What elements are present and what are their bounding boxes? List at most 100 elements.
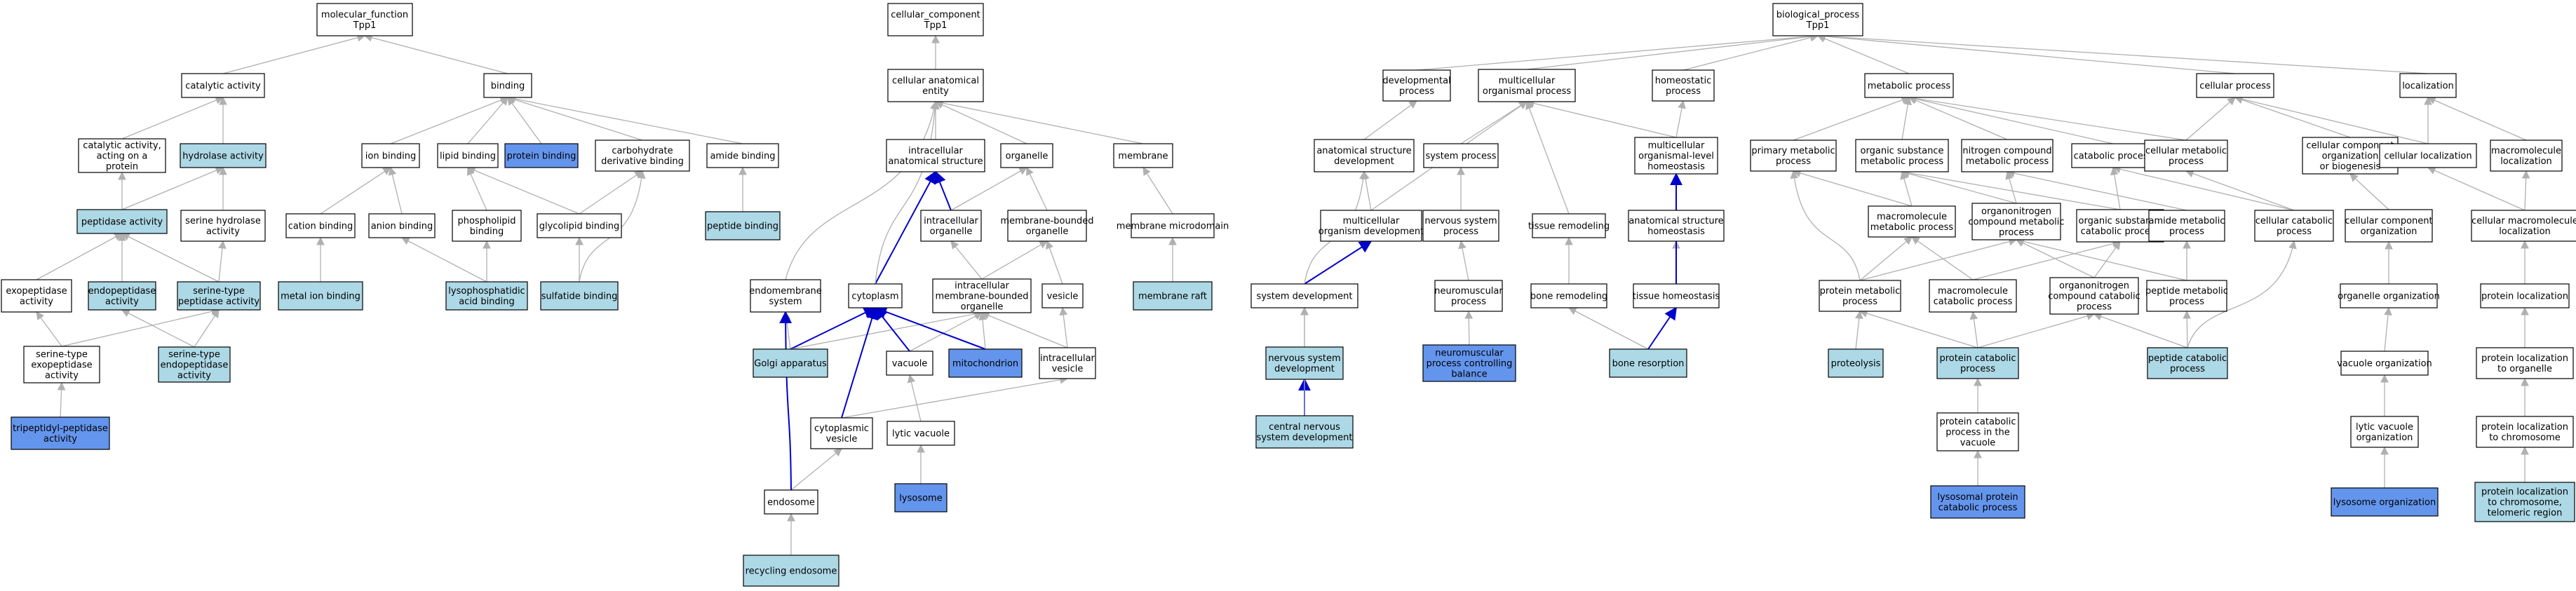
- go-term-box[interactable]: [11, 416, 110, 450]
- go-term-box[interactable]: [1609, 348, 1687, 378]
- go-term-box[interactable]: [1652, 69, 1715, 102]
- go-term-box[interactable]: [483, 73, 532, 98]
- go-term-box[interactable]: [158, 346, 231, 383]
- go-term-box[interactable]: [1634, 137, 1718, 175]
- go-term-box[interactable]: [1434, 280, 1503, 312]
- go-term-vesicle[interactable]: vesicle: [1041, 283, 1084, 308]
- go-term-box[interactable]: [1929, 279, 2017, 313]
- go-term-box[interactable]: [445, 281, 528, 311]
- go-term-box[interactable]: [1772, 3, 1863, 36]
- go-term-box[interactable]: [2147, 347, 2228, 379]
- go-term-box[interactable]: [932, 278, 1032, 313]
- go-term-box[interactable]: [750, 279, 821, 313]
- go-term-celloc[interactable]: cellular localization: [2379, 143, 2477, 168]
- go-term-box[interactable]: [743, 555, 839, 587]
- go-term-endosome[interactable]: endosome: [764, 489, 818, 515]
- go-term-hydrolase[interactable]: hydrolase activity: [180, 143, 267, 168]
- go-term-box[interactable]: [181, 73, 265, 98]
- go-term-box[interactable]: [810, 417, 873, 449]
- go-term-box[interactable]: [2254, 210, 2334, 242]
- go-term-local[interactable]: localization: [2399, 73, 2457, 98]
- go-term-metalb[interactable]: metal ion binding: [278, 281, 363, 311]
- go-term-box[interactable]: [180, 210, 266, 242]
- go-term-box[interactable]: [595, 140, 690, 172]
- go-term-catp[interactable]: catabolic process: [2071, 143, 2155, 168]
- go-term-box[interactable]: [1478, 69, 1576, 102]
- go-term-box[interactable]: [1423, 143, 1499, 168]
- go-term-box[interactable]: [2345, 209, 2433, 243]
- go-term-box[interactable]: [2340, 283, 2438, 308]
- go-term-box[interactable]: [1320, 210, 1422, 242]
- go-term-box[interactable]: [1039, 347, 1096, 379]
- go-term-box[interactable]: [894, 483, 948, 512]
- go-term-box[interactable]: [1750, 140, 1837, 172]
- go-term-box[interactable]: [2379, 143, 2477, 168]
- go-term-box[interactable]: [2331, 487, 2439, 517]
- go-term-box[interactable]: [180, 143, 267, 168]
- go-term-box[interactable]: [886, 421, 955, 446]
- go-term-orgorg[interactable]: organelle organization: [2338, 283, 2440, 308]
- go-term-glycob[interactable]: glycolipid binding: [537, 213, 622, 238]
- go-term-proteinb[interactable]: protein binding: [504, 143, 579, 168]
- go-term-box[interactable]: [2146, 280, 2227, 312]
- go-term-box[interactable]: [2071, 143, 2155, 168]
- go-term-box[interactable]: [1819, 280, 1901, 312]
- go-term-box[interactable]: [1971, 203, 2061, 240]
- go-term-boneres[interactable]: bone resorption: [1609, 348, 1687, 378]
- go-term-box[interactable]: [1530, 283, 1607, 308]
- go-term-golgi[interactable]: Golgi apparatus: [753, 348, 828, 378]
- go-term-box[interactable]: [920, 210, 982, 242]
- go-term-anionb[interactable]: anion binding: [368, 213, 436, 238]
- go-term-box[interactable]: [2196, 73, 2274, 98]
- go-term-box[interactable]: [1000, 143, 1053, 168]
- go-term-box[interactable]: [177, 281, 261, 311]
- go-term-box[interactable]: [2399, 73, 2457, 98]
- go-term-catalytic[interactable]: catalytic activity: [181, 73, 265, 98]
- go-term-box[interactable]: [1, 279, 72, 313]
- go-term-box[interactable]: [2350, 416, 2419, 448]
- go-term-box[interactable]: [316, 3, 413, 36]
- go-term-box[interactable]: [1936, 412, 2019, 451]
- go-term-membrane[interactable]: membrane: [1113, 143, 1173, 168]
- go-term-box[interactable]: [2340, 351, 2429, 376]
- go-term-box[interactable]: [2476, 347, 2574, 379]
- go-term-organelle[interactable]: organelle: [1000, 143, 1053, 168]
- go-term-box[interactable]: [1855, 139, 1949, 172]
- go-term-box[interactable]: [1532, 213, 1606, 238]
- go-term-box[interactable]: [1041, 283, 1084, 308]
- go-term-binding[interactable]: binding: [483, 73, 532, 98]
- go-term-box[interactable]: [1007, 210, 1087, 242]
- go-term-lytvac[interactable]: lytic vacuole: [886, 421, 955, 446]
- go-term-box[interactable]: [1382, 69, 1451, 102]
